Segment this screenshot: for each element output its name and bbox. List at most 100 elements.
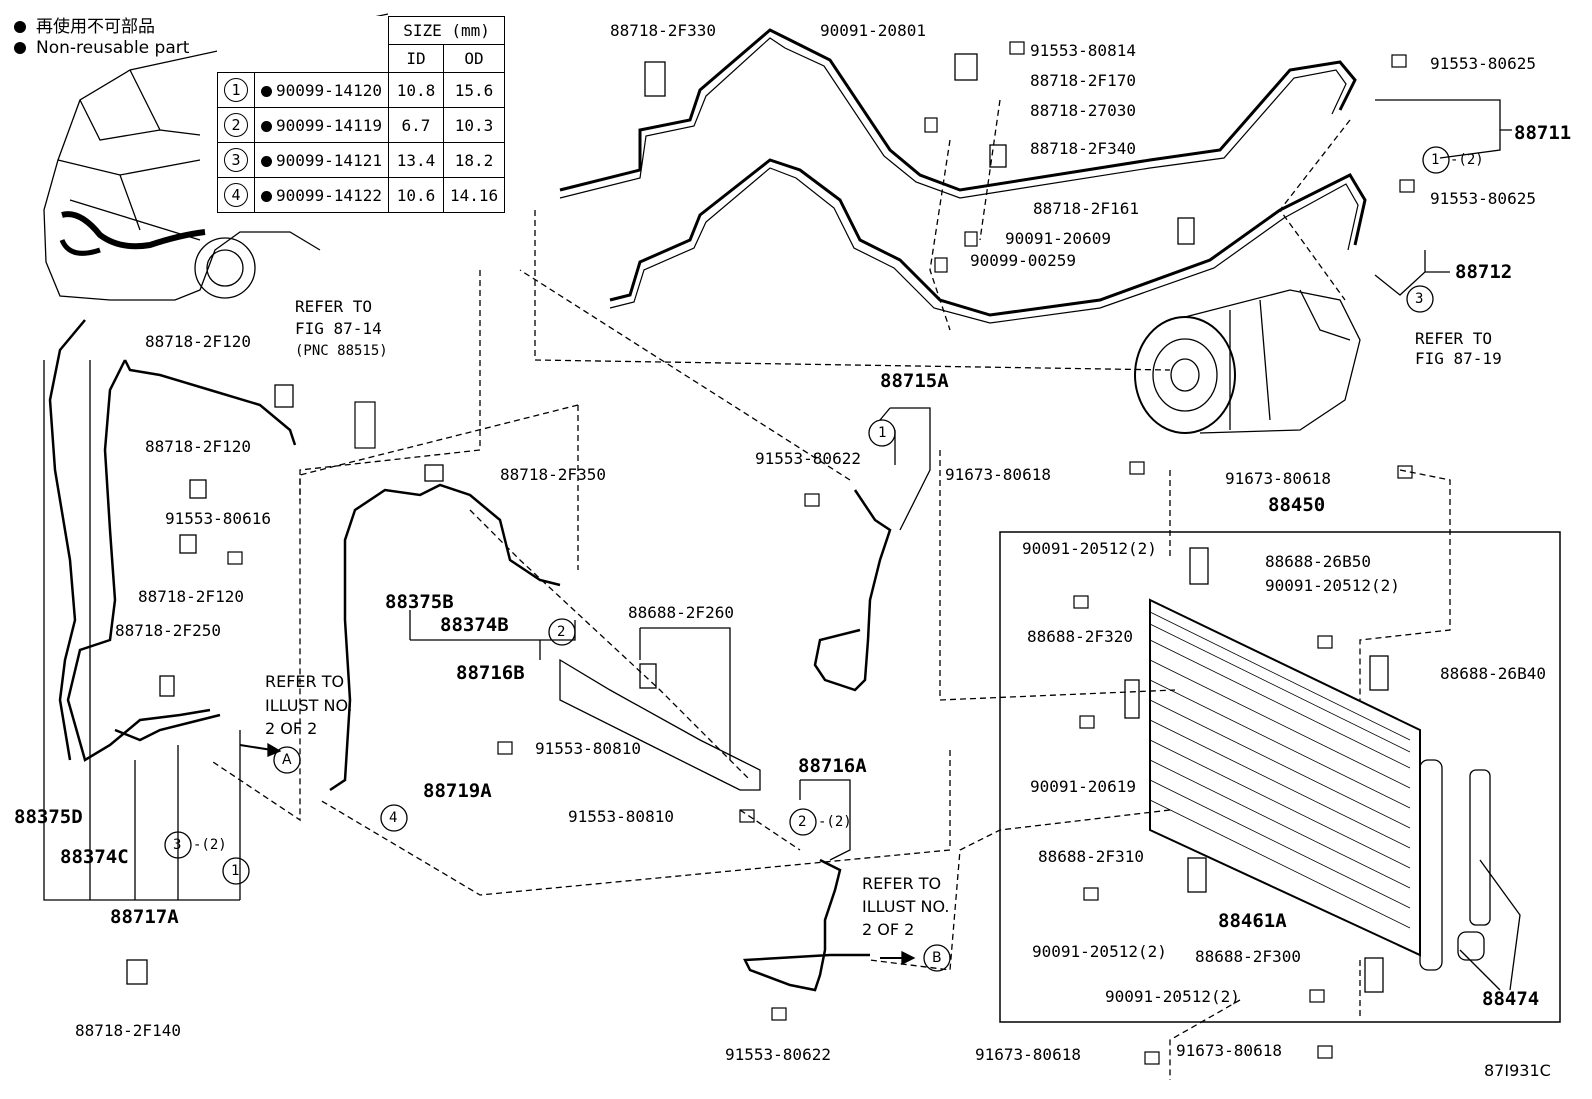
id-value: 10.6 (387, 177, 444, 213)
callout-88718-27030: 88718-27030 (1030, 101, 1136, 120)
callout-88718-2f340: 88718-2F340 (1030, 139, 1136, 158)
non-reusable-icon (261, 120, 272, 132)
callout-88688-26b50: 88688-26B50 (1265, 552, 1371, 571)
oring-2-callout-upper: 2 (557, 624, 566, 640)
clamps (126, 53, 1485, 993)
refer-illust-b-line3: 2 OF 2 (862, 920, 915, 939)
callout-91553-80622-b: 91553-80622 (725, 1045, 831, 1064)
row-number: 1 (224, 78, 248, 102)
callout-91553-80810-a: 91553-80810 (535, 739, 641, 758)
oring-3-qty: -(2) (193, 837, 227, 853)
oring-3-callout-lower: 3 (173, 837, 182, 853)
legend-english-text: Non-reusable part (36, 38, 190, 58)
callout-88688-2f260: 88688-2F260 (628, 603, 734, 622)
callout-88688-2f300: 88688-2F300 (1195, 947, 1301, 966)
callout-88688-26b40: 88688-26B40 (1440, 664, 1546, 683)
callout-90099-00259: 90099-00259 (970, 251, 1076, 270)
callout-90091-20512-a: 90091-20512(2) (1022, 539, 1157, 558)
refer-illust-a-line2: ILLUST NO. (265, 696, 353, 715)
pipe-88375b (329, 483, 561, 792)
oring-2-callout-lower: 2 (798, 814, 807, 830)
table-row: 3 90099-14121 13.4 18.2 (217, 142, 506, 178)
callout-88716a: 88716A (798, 755, 867, 777)
table-subheader-row: ID OD (218, 44, 506, 73)
pipe-88715a (813, 489, 892, 692)
callout-88718-2f330: 88718-2F330 (610, 21, 716, 40)
callout-90091-20619: 90091-20619 (1030, 777, 1136, 796)
oring-1-qty: -(2) (1450, 152, 1484, 168)
oring-4-callout: 4 (389, 810, 398, 826)
arrow-a (239, 744, 273, 751)
non-reusable-icon (261, 155, 272, 167)
bullet-icon (14, 42, 26, 54)
table-row: 4 90099-14122 10.6 14.16 (217, 177, 506, 213)
id-column-header: ID (387, 44, 444, 73)
table-corner (217, 16, 389, 73)
callout-88718-2f170: 88718-2F170 (1030, 71, 1136, 90)
size-header: SIZE (mm) (387, 16, 506, 45)
legend-row-japanese: 再使用不可部品 (14, 12, 189, 38)
callout-88718-2f140: 88718-2F140 (75, 1021, 181, 1040)
callout-88718-2f120-a: 88718-2F120 (145, 332, 251, 351)
table-row: 1 90099-14120 10.8 15.6 (217, 72, 506, 108)
oring-2-qty: -(2) (818, 814, 852, 830)
row-number: 3 (224, 148, 248, 172)
callout-90091-20512-b: 90091-20512(2) (1265, 576, 1400, 595)
refer-fig-87-14-line1: REFER TO (295, 297, 373, 316)
od-value: 10.3 (442, 107, 506, 143)
pipe-88716a (743, 858, 870, 992)
callout-88375d: 88375D (14, 806, 83, 828)
row-number-cell: 3 (217, 142, 255, 178)
callout-88375b: 88375B (385, 591, 454, 613)
oring-1-callout-top: 1 (1431, 152, 1440, 168)
callout-88715a: 88715A (880, 370, 949, 392)
part-cell: 90099-14119 (254, 107, 389, 143)
oring-3-callout-top: 3 (1415, 291, 1424, 307)
part-number: 90099-14121 (276, 150, 382, 170)
row-number-cell: 1 (217, 72, 255, 108)
callout-88718-2f250: 88718-2F250 (115, 621, 221, 640)
legend: 再使用不可部品 Non-reusable part (14, 12, 189, 64)
legend-japanese-text: 再使用不可部品 (36, 17, 155, 37)
id-value: 6.7 (387, 107, 444, 143)
row-number-cell: 2 (217, 107, 255, 143)
non-reusable-icon (261, 85, 272, 97)
part-cell: 90099-14122 (254, 177, 389, 213)
callout-91553-80625-a: 91553-80625 (1430, 54, 1536, 73)
callout-88718-2f161: 88718-2F161 (1033, 199, 1139, 218)
vehicle-outline (43, 13, 389, 301)
callout-90091-20801: 90091-20801 (820, 21, 926, 40)
od-value: 14.16 (442, 177, 506, 213)
callout-91553-80625-b: 91553-80625 (1430, 189, 1536, 208)
callout-88688-2f320: 88688-2F320 (1027, 627, 1133, 646)
hose-upper-88711 (559, 28, 1357, 192)
bracket-88688-2f260 (559, 658, 761, 791)
od-value: 15.6 (442, 72, 506, 108)
part-number: 90099-14120 (276, 80, 382, 100)
row-number: 4 (224, 183, 248, 207)
o-ring-size-table: SIZE (mm) ID OD 1 90099-14120 10.8 15.6 … (217, 16, 506, 213)
callout-91673-80618-a: 91673-80618 (945, 465, 1051, 484)
refer-illust-b-line2: ILLUST NO. (862, 897, 950, 916)
id-value: 10.8 (387, 72, 444, 108)
table-row: 2 90099-14119 6.7 10.3 (217, 107, 506, 143)
callout-88719a: 88719A (423, 780, 492, 802)
callout-90091-20512-c: 90091-20512(2) (1032, 942, 1167, 961)
refer-fig-87-19-line1: REFER TO (1415, 329, 1493, 348)
condenser-core (1149, 598, 1491, 971)
callout-91553-80616: 91553-80616 (165, 509, 271, 528)
condenser-box (999, 531, 1561, 1023)
callout-88718-2f350: 88718-2F350 (500, 465, 606, 484)
refer-fig-87-19-line2: FIG 87-19 (1415, 349, 1502, 368)
callout-88711: 88711 (1514, 122, 1572, 144)
hose-lower-88712 (609, 158, 1367, 317)
compressor (1134, 289, 1361, 434)
non-reusable-icon (261, 190, 272, 202)
callout-88461a: 88461A (1218, 910, 1287, 932)
callout-88374c: 88374C (60, 846, 129, 868)
oring-1-callout-lower: 1 (231, 863, 240, 879)
refer-fig-87-14-line2: FIG 87-14 (295, 319, 382, 338)
refer-pnc-88515: (PNC 88515) (295, 343, 388, 359)
od-column-header: OD (442, 44, 506, 73)
